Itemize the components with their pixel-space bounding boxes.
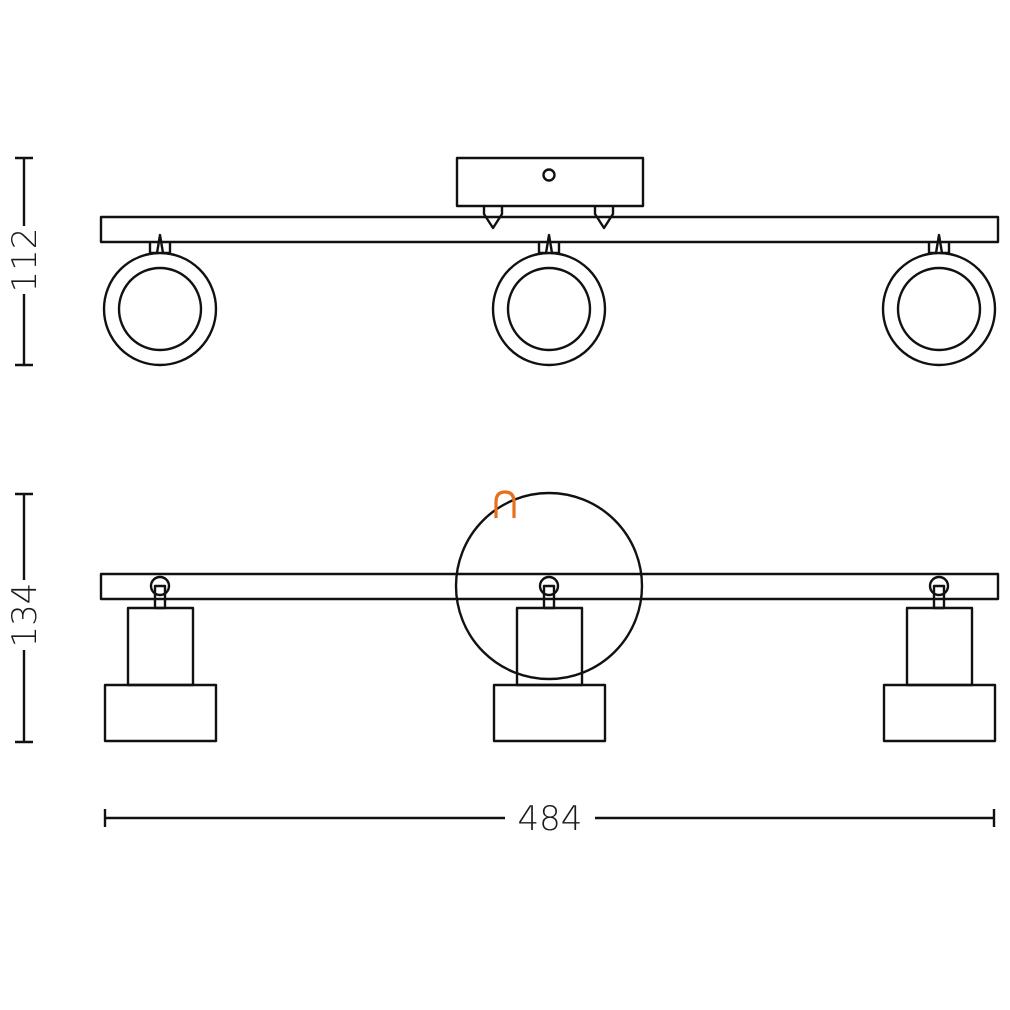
width-label: 484	[518, 799, 583, 839]
spot-head-2	[492, 683, 607, 743]
spotlight-front-2	[491, 233, 607, 367]
spot-head-3	[882, 683, 997, 743]
spotlight-side-3	[882, 575, 997, 743]
spot-ring-outer-3	[881, 251, 997, 367]
spot-body-1	[126, 606, 195, 687]
width-dimension: 484	[103, 799, 996, 839]
orange-n-arch-icon	[494, 490, 516, 518]
spot-ring-inner-1	[117, 266, 203, 352]
spot-ring-inner-2	[506, 266, 592, 352]
pivot-joint-1	[149, 575, 171, 597]
spot-ring-outer-2	[491, 251, 607, 367]
pivot-stem-2	[542, 584, 556, 610]
height-label-side: 134	[5, 583, 45, 648]
height-label-front: 112	[5, 228, 45, 293]
side-view: 134	[5, 490, 1000, 744]
spotlight-side-1	[103, 575, 218, 743]
canopy-disc	[454, 491, 644, 681]
spotlight-front-1	[102, 233, 218, 367]
pivot-joint-2	[538, 575, 560, 597]
pivot-joint-3	[928, 575, 950, 597]
spotlight-side-2	[492, 575, 607, 743]
spot-ring-inner-3	[896, 266, 982, 352]
spot-ring-outer-1	[102, 251, 218, 367]
pivot-stem-3	[932, 584, 946, 610]
ceiling-canopy	[455, 156, 645, 208]
spot-mount-3	[927, 233, 951, 255]
canopy-screw	[542, 168, 556, 182]
height-dimension-side: 134	[5, 492, 45, 744]
spot-body-2	[515, 606, 584, 687]
canopy-connector-left	[482, 206, 504, 230]
spot-mount-1	[148, 233, 172, 255]
front-view: 112	[5, 156, 1000, 367]
height-dimension-front: 112	[5, 156, 45, 367]
spotlight-front-3	[881, 233, 997, 367]
spot-head-1	[103, 683, 218, 743]
mounting-bar-side	[99, 572, 1000, 601]
spot-mount-2	[537, 233, 561, 255]
pivot-stem-1	[153, 584, 167, 610]
spot-body-3	[905, 606, 974, 687]
canopy-connector-right	[593, 206, 615, 230]
